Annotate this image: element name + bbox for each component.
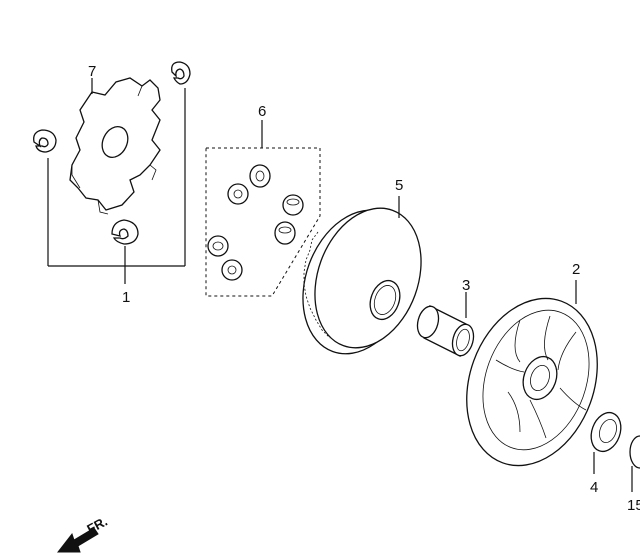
washer-part-15 [629,435,640,492]
callout-1: 1 [122,289,130,306]
fan-pulley-part-2 [466,280,598,467]
callout-15: 15 [627,497,640,514]
slider-piece-bottom [111,219,139,245]
arrow-icon [56,527,99,553]
roller-weights-part-6 [207,164,304,281]
ramp-plate-part-7 [69,77,161,215]
callout-5: 5 [395,177,403,194]
callout-6: 6 [258,103,266,120]
drive-pulley-part-5 [302,196,422,355]
callout-7: 7 [88,63,96,80]
slider-piece-left [33,129,57,153]
callout-frame-part-1 [47,88,186,284]
slider-piece-top-right [171,61,191,85]
callout-2: 2 [572,261,580,278]
callout-4: 4 [590,479,598,496]
bushing-part-3 [416,292,475,357]
callout-3: 3 [462,277,470,294]
nut-part-4 [590,411,622,474]
front-direction-marker: FR. [56,514,110,553]
roller-group-frame [205,120,321,297]
